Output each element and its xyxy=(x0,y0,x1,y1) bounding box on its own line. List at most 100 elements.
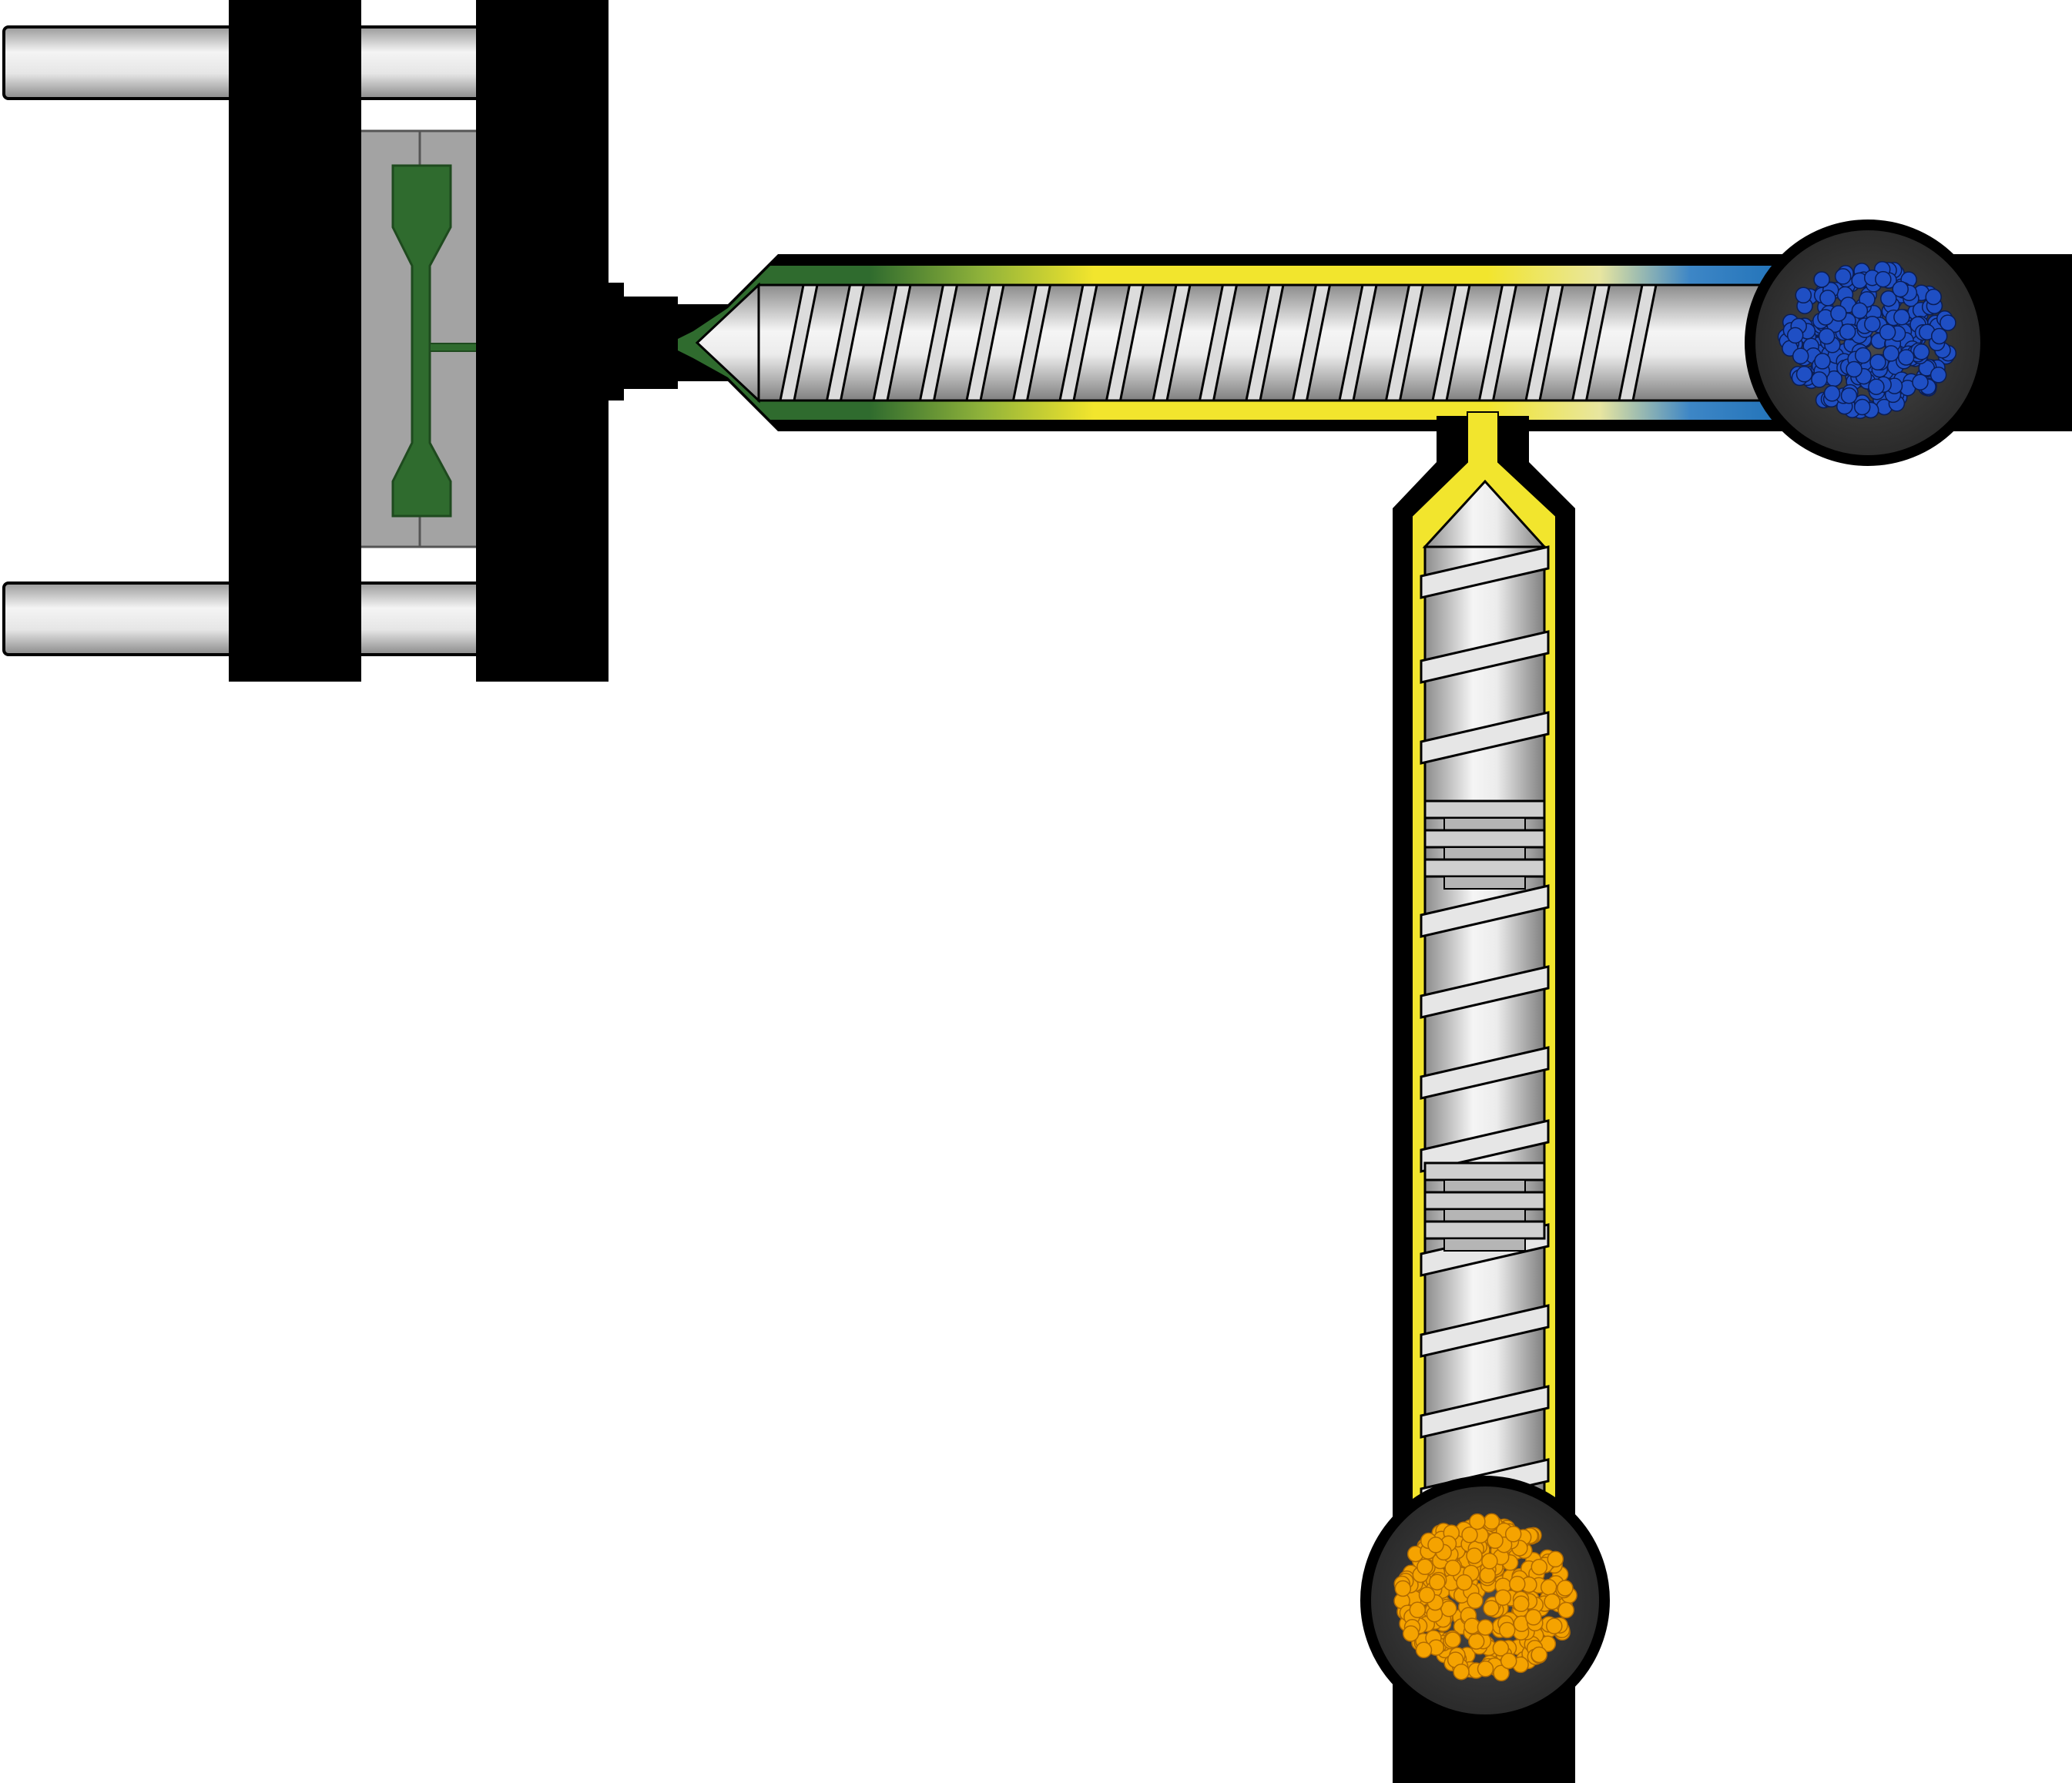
pellet xyxy=(1840,387,1858,404)
pellet xyxy=(1930,327,1948,345)
pellet xyxy=(1479,1567,1497,1584)
pellet xyxy=(1869,354,1886,371)
pellet xyxy=(1493,1664,1510,1682)
pellet xyxy=(1819,290,1836,307)
injection-barrel xyxy=(605,254,2072,431)
mixing-element xyxy=(1443,846,1526,860)
screw-flight xyxy=(1420,1046,1550,1100)
screw-flight xyxy=(1291,283,1332,402)
pellet xyxy=(1897,349,1915,366)
pellet xyxy=(1513,1595,1530,1613)
orange-pellets xyxy=(1393,1513,1577,1682)
dogbone-specimen-icon xyxy=(391,164,452,518)
screw-flight xyxy=(872,283,912,402)
mixing-element xyxy=(1443,876,1526,890)
pellet xyxy=(1795,287,1812,304)
pellet xyxy=(1481,1553,1498,1570)
injection-screw-flights xyxy=(779,283,1658,402)
screw-flight xyxy=(1198,283,1239,402)
pellet xyxy=(1544,1593,1561,1610)
pellet xyxy=(1418,1587,1436,1604)
pellet xyxy=(1557,1580,1574,1597)
screw-flight xyxy=(918,283,959,402)
pellet xyxy=(1811,371,1828,388)
pellet xyxy=(1394,1580,1412,1597)
pellet xyxy=(1846,360,1862,378)
pellet xyxy=(1440,1600,1457,1617)
pellet xyxy=(1409,1601,1427,1619)
pellet xyxy=(1466,1547,1483,1564)
compounding-barrel xyxy=(1393,411,1575,1783)
pellet xyxy=(1467,1633,1485,1650)
screw-flight xyxy=(1524,283,1564,402)
screw-flight xyxy=(1420,1385,1550,1439)
pellet xyxy=(1547,1550,1564,1568)
pellet xyxy=(1875,270,1892,288)
pellet xyxy=(1509,1575,1526,1593)
pellet xyxy=(1830,305,1847,322)
pellet xyxy=(1483,1600,1500,1617)
screw-flight xyxy=(1571,283,1611,402)
pellet xyxy=(1883,345,1899,362)
pellet xyxy=(1456,1574,1473,1591)
pellet xyxy=(1892,280,1909,298)
injection-screw-tip xyxy=(695,282,760,404)
pellet xyxy=(1477,1661,1494,1677)
pellet xyxy=(1940,314,1956,331)
mixing-element xyxy=(1443,1208,1526,1222)
pellet xyxy=(1546,1617,1563,1634)
fixed-platen xyxy=(476,0,609,682)
pellet xyxy=(1853,398,1871,416)
mixing-element xyxy=(1443,1238,1526,1252)
screw-flight xyxy=(1431,283,1471,402)
screw-flight xyxy=(825,283,866,402)
screw-flight xyxy=(1420,1119,1550,1173)
pellet xyxy=(1912,374,1929,390)
mixing-element xyxy=(1423,829,1546,849)
pellet xyxy=(1402,1625,1420,1642)
pellet xyxy=(1795,366,1813,383)
pellet xyxy=(1467,1592,1484,1610)
pellet xyxy=(1469,1513,1486,1530)
pellet xyxy=(1813,271,1830,288)
screw-flight xyxy=(1245,283,1285,402)
pellet xyxy=(1477,1619,1494,1636)
pellet xyxy=(1925,288,1942,306)
screw-flight xyxy=(779,283,819,402)
pellet xyxy=(1834,268,1852,285)
pellet xyxy=(1444,1560,1461,1577)
screw-flight xyxy=(1420,711,1550,765)
screw-flight xyxy=(1420,545,1550,599)
blue-hopper xyxy=(1745,220,1991,466)
pellet xyxy=(1818,327,1836,345)
pellet xyxy=(1814,353,1831,370)
pellet xyxy=(1504,1526,1522,1543)
mixing-element xyxy=(1443,817,1526,831)
pellet xyxy=(1854,347,1872,364)
pellet xyxy=(1525,1609,1542,1626)
injection-screw-body xyxy=(757,283,1816,402)
pellet xyxy=(1786,327,1804,344)
orange-hopper xyxy=(1360,1476,1610,1725)
blue-pellets xyxy=(1777,260,1957,419)
pellet xyxy=(1839,323,1856,340)
mixing-element xyxy=(1423,1191,1546,1211)
pellet xyxy=(1453,1663,1470,1681)
pellet xyxy=(1851,302,1869,320)
screw-flight xyxy=(1618,283,1658,402)
pellet xyxy=(1868,378,1885,395)
pellet xyxy=(1494,1589,1512,1606)
screw-flight xyxy=(1105,283,1145,402)
pellet xyxy=(1487,1532,1504,1550)
pellet xyxy=(1461,1527,1478,1543)
pellet xyxy=(1893,308,1910,326)
mixing-element xyxy=(1443,1179,1526,1193)
compounding-screw-body xyxy=(1423,545,1546,1519)
mixing-element xyxy=(1423,1161,1546,1181)
mixing-element xyxy=(1423,858,1546,878)
screw-flight xyxy=(1384,283,1425,402)
pellet xyxy=(1427,1537,1444,1553)
screw-flight xyxy=(1420,884,1550,938)
